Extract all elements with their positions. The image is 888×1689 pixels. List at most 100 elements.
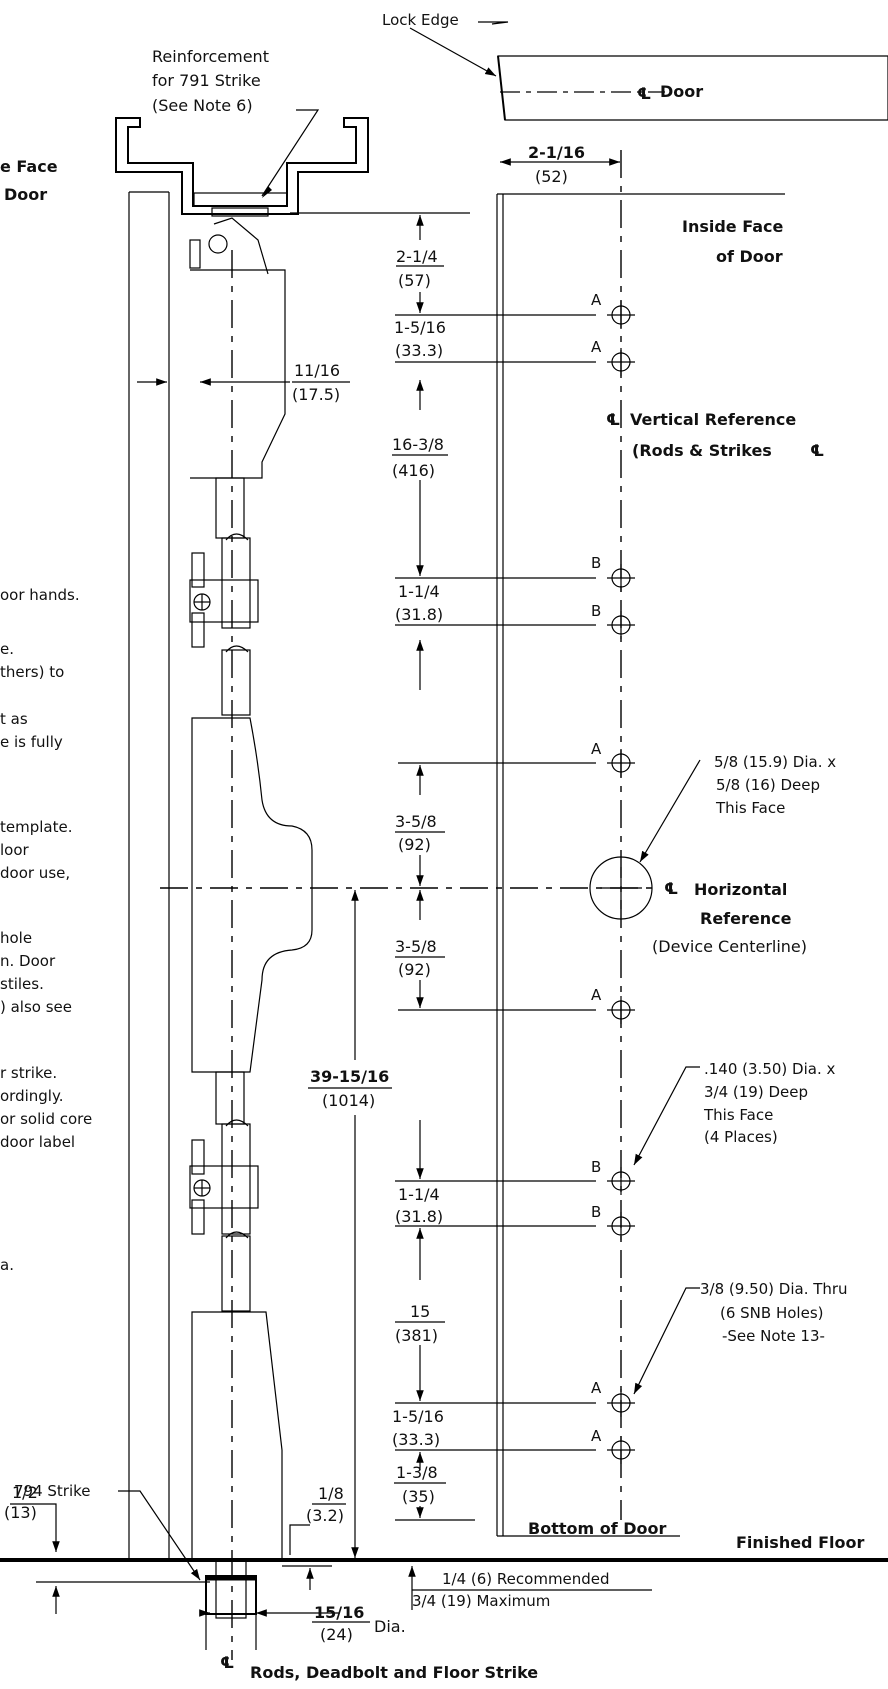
svg-text:1/8: 1/8 [318, 1484, 344, 1503]
svg-text:Rods, Deadbolt and Floor Strik: Rods, Deadbolt and Floor Strike [250, 1663, 538, 1682]
svg-text:5/8 (16) Deep: 5/8 (16) Deep [716, 776, 820, 794]
svg-text:e is fully: e is fully [0, 733, 63, 751]
svg-text:B: B [591, 602, 601, 620]
svg-text:thers) to: thers) to [0, 663, 64, 681]
svg-text:15/16: 15/16 [314, 1603, 364, 1622]
svg-text:1-5/16: 1-5/16 [394, 318, 446, 337]
svg-text:1/2: 1/2 [12, 1483, 38, 1502]
door-centerline-label: Door [660, 82, 703, 101]
svg-text:n. Door: n. Door [0, 952, 56, 970]
notes-fragments: oor hands. e. thers) to t as e is fully … [0, 586, 92, 1274]
reinforcement-label-1: Reinforcement [152, 47, 269, 66]
exit-device [189, 207, 313, 1619]
svg-text:(31.8): (31.8) [395, 1207, 443, 1226]
svg-text:hole: hole [0, 929, 32, 947]
svg-text:(4 Places): (4 Places) [704, 1128, 778, 1146]
svg-text:a.: a. [0, 1256, 14, 1274]
svg-text:e.: e. [0, 640, 14, 658]
svg-text:(381): (381) [395, 1326, 438, 1345]
svg-text:Vertical Reference: Vertical Reference [630, 410, 796, 429]
svg-text:A: A [591, 1427, 602, 1445]
svg-text:door use,: door use, [0, 864, 70, 882]
svg-text:(57): (57) [398, 271, 431, 290]
svg-text:-See Note 13-: -See Note 13- [722, 1327, 825, 1345]
svg-text:door label: door label [0, 1133, 75, 1151]
reinforcement-label-3: (See Note 6) [152, 96, 253, 115]
svg-text:16-3/8: 16-3/8 [392, 435, 444, 454]
svg-text:oor hands.: oor hands. [0, 586, 80, 604]
svg-text:loor: loor [0, 841, 30, 859]
svg-text:ordingly.: ordingly. [0, 1087, 63, 1105]
svg-text:(1014): (1014) [322, 1091, 375, 1110]
svg-text:℄: ℄ [606, 410, 620, 429]
svg-text:B: B [591, 1158, 601, 1176]
svg-text:B: B [591, 1203, 601, 1221]
svg-text:Finished Floor: Finished Floor [736, 1533, 864, 1552]
svg-text:(52): (52) [535, 167, 568, 186]
svg-text:794 Strike: 794 Strike [14, 1482, 91, 1500]
dimension-lines [0, 158, 888, 1650]
svg-text:A: A [591, 291, 602, 309]
svg-text:.140 (3.50) Dia. x: .140 (3.50) Dia. x [704, 1060, 835, 1078]
svg-text:B: B [591, 554, 601, 572]
svg-text:3/8 (9.50) Dia. Thru: 3/8 (9.50) Dia. Thru [700, 1280, 848, 1298]
svg-text:Reference: Reference [700, 909, 792, 928]
svg-text:(Rods & Strikes: (Rods & Strikes [632, 441, 772, 460]
svg-text:(Device Centerline): (Device Centerline) [652, 937, 807, 956]
svg-text:2-1/4: 2-1/4 [396, 247, 438, 266]
svg-text:15: 15 [410, 1302, 430, 1321]
svg-text:1-5/16: 1-5/16 [392, 1407, 444, 1426]
door-stile-left [128, 191, 170, 1561]
svg-text:(6 SNB Holes): (6 SNB Holes) [720, 1304, 823, 1322]
svg-text:Bottom of Door: Bottom of Door [528, 1519, 667, 1538]
svg-text:3/4 (19) Maximum: 3/4 (19) Maximum [412, 1592, 550, 1610]
svg-text:A: A [591, 1379, 602, 1397]
svg-text:A: A [591, 740, 602, 758]
labels: Inside Face of Door ℄ Vertical Reference… [14, 217, 864, 1682]
svg-text:39-15/16: 39-15/16 [310, 1067, 389, 1086]
svg-text:Inside Face: Inside Face [682, 217, 784, 236]
svg-text:5/8 (15.9) Dia. x: 5/8 (15.9) Dia. x [714, 753, 836, 771]
door-edge-right [496, 193, 785, 1537]
svg-text:(24): (24) [320, 1625, 353, 1644]
svg-text:) also see: ) also see [0, 998, 72, 1016]
svg-text:1-1/4: 1-1/4 [398, 582, 440, 601]
svg-text:This Face: This Face [703, 1106, 773, 1124]
svg-text:(31.8): (31.8) [395, 605, 443, 624]
svg-text:Horizontal: Horizontal [694, 880, 787, 899]
cl-symbol: ℄ [637, 84, 651, 103]
reinforcement-label-2: for 791 Strike [152, 71, 261, 90]
door-section-view: Lock Edge ℄ Door [382, 11, 888, 121]
svg-text:(92): (92) [398, 960, 431, 979]
svg-text:Dia.: Dia. [374, 1617, 406, 1636]
svg-text:℄: ℄ [810, 441, 824, 460]
svg-text:(33.3): (33.3) [395, 341, 443, 360]
svg-text:(92): (92) [398, 835, 431, 854]
svg-text:(416): (416) [392, 461, 435, 480]
dimension-text: 2-1/16 (52) 2-1/4 (57) 1-5/16 (33.3) 11/… [4, 143, 585, 1644]
hole-large [589, 856, 653, 920]
svg-text:(35): (35) [402, 1487, 435, 1506]
svg-text:(33.3): (33.3) [392, 1430, 440, 1449]
svg-text:3-5/8: 3-5/8 [395, 937, 437, 956]
svg-text:1-3/8: 1-3/8 [396, 1463, 438, 1482]
svg-text:℄: ℄ [664, 879, 678, 898]
svg-text:t as: t as [0, 710, 28, 728]
svg-text:or solid core: or solid core [0, 1110, 92, 1128]
hole-letters: A A B B A A B B A A [591, 291, 602, 1445]
svg-text:stiles.: stiles. [0, 975, 44, 993]
svg-text:3-5/8: 3-5/8 [395, 812, 437, 831]
svg-text:(13): (13) [4, 1503, 37, 1522]
svg-text:A: A [591, 338, 602, 356]
svg-text:template.: template. [0, 818, 72, 836]
svg-text:This Face: This Face [715, 799, 785, 817]
svg-text:1/4 (6) Recommended: 1/4 (6) Recommended [442, 1570, 610, 1588]
svg-text:(17.5): (17.5) [292, 385, 340, 404]
svg-text:A: A [591, 986, 602, 1004]
outside-face-label-2: Door [4, 185, 47, 204]
svg-text:2-1/16: 2-1/16 [528, 143, 585, 162]
svg-text:3/4 (19) Deep: 3/4 (19) Deep [704, 1083, 808, 1101]
svg-text:1-1/4: 1-1/4 [398, 1185, 440, 1204]
